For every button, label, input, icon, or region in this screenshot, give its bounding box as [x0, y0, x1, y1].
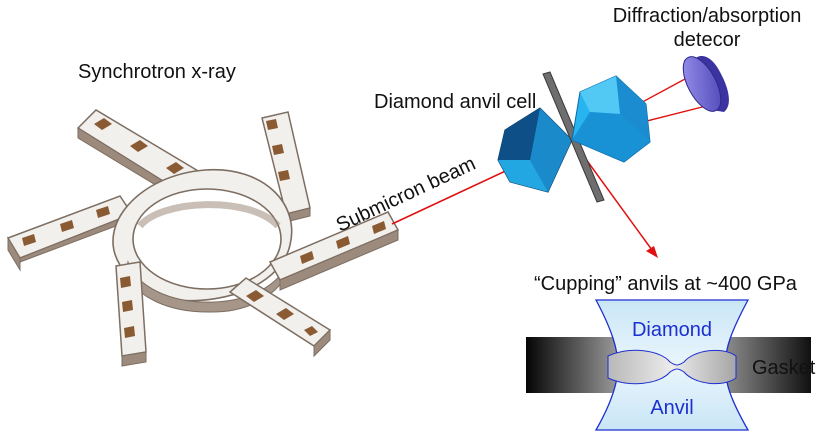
synchrotron-label: Synchrotron x-ray — [78, 61, 236, 83]
beamline-arm-lower-left — [115, 261, 147, 367]
synchrotron-ring — [6, 109, 400, 367]
anvil-label: Anvil — [650, 397, 693, 419]
beamline-arm-lower-right — [228, 277, 332, 358]
detector — [682, 56, 729, 112]
gasket-left — [526, 337, 618, 393]
diamond-label: Diamond — [632, 319, 712, 341]
diamond-anvil-cell-label: Diamond anvil cell — [374, 91, 536, 113]
diamond-anvil-cell — [497, 71, 651, 203]
beamline-arm-top — [261, 111, 311, 223]
sample-chamber — [607, 349, 737, 385]
gasket-label: Gasket — [752, 357, 816, 379]
cupping-anvils-label: “Cupping” anvils at ~400 GPa — [534, 273, 798, 295]
detector-label-line1: Diffraction/absorption — [613, 5, 802, 27]
cupping-anvils-inset — [526, 299, 811, 431]
detector-label-line2: detecor — [674, 29, 741, 51]
beamline-arm-right — [268, 211, 400, 291]
submicron-beam-label: Submicron beam — [333, 153, 479, 237]
arrow-head — [646, 246, 658, 258]
